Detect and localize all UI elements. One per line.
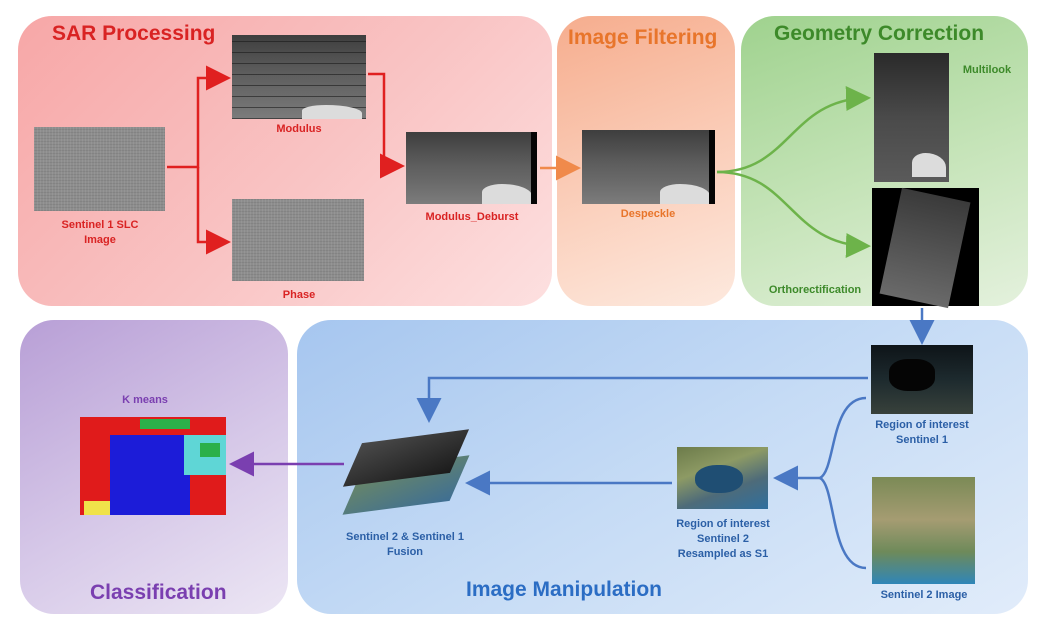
modulus-deburst-image [406,132,537,204]
modulus-label: Modulus [276,123,322,135]
modulus-image [232,35,366,119]
sentinel2-image [872,477,975,584]
brace-to-roi-s2 [817,396,867,570]
arrow-modulus-to-deburst [368,72,405,179]
phase-label: Phase [282,289,316,301]
classification-title: Classification [90,581,227,604]
image-filtering-title: Image Filtering [568,26,718,49]
sentinel1-slc-label: Sentinel 1 SLC Image [61,219,139,246]
arrow-roi-s1-to-fusion [416,376,868,423]
multilook-image [874,53,949,182]
kmeans-image [80,417,226,515]
fusion-label: Sentinel 2 & Sentinel 1 Fusion [346,531,464,558]
despeckle-label: Despeckle [620,208,676,220]
arrow-slc-to-phase [196,167,231,255]
multilook-label: Multilook [962,64,1012,76]
image-manipulation-title: Image Manipulation [466,578,663,601]
geometry-correction-title: Geometry Correction [774,22,985,45]
orthorectification-label: Orthorectification [768,284,862,296]
sentinel1-slc-image [34,127,165,211]
modulus-deburst-label: Modulus_Deburst [425,211,519,223]
orthorectification-image [872,187,979,309]
despeckle-image [582,130,715,204]
roi-sentinel1-image [871,345,973,414]
arrow-despeckle-to-ortho [716,170,871,258]
sar-processing-title: SAR Processing [52,22,216,45]
phase-image [232,199,364,281]
arrow-slc-to-modulus [167,65,231,169]
roi-sentinel2-image [677,447,768,509]
kmeans-label: K means [122,394,168,406]
arrow-despeckle-to-multilook [716,86,871,174]
roi-sentinel1-label: Region of interest Sentinel 1 [875,419,969,446]
sentinel2-image-label: Sentinel 2 Image [880,589,968,601]
roi-sentinel2-label: Region of interest Sentinel 2 Resampled … [676,518,770,560]
